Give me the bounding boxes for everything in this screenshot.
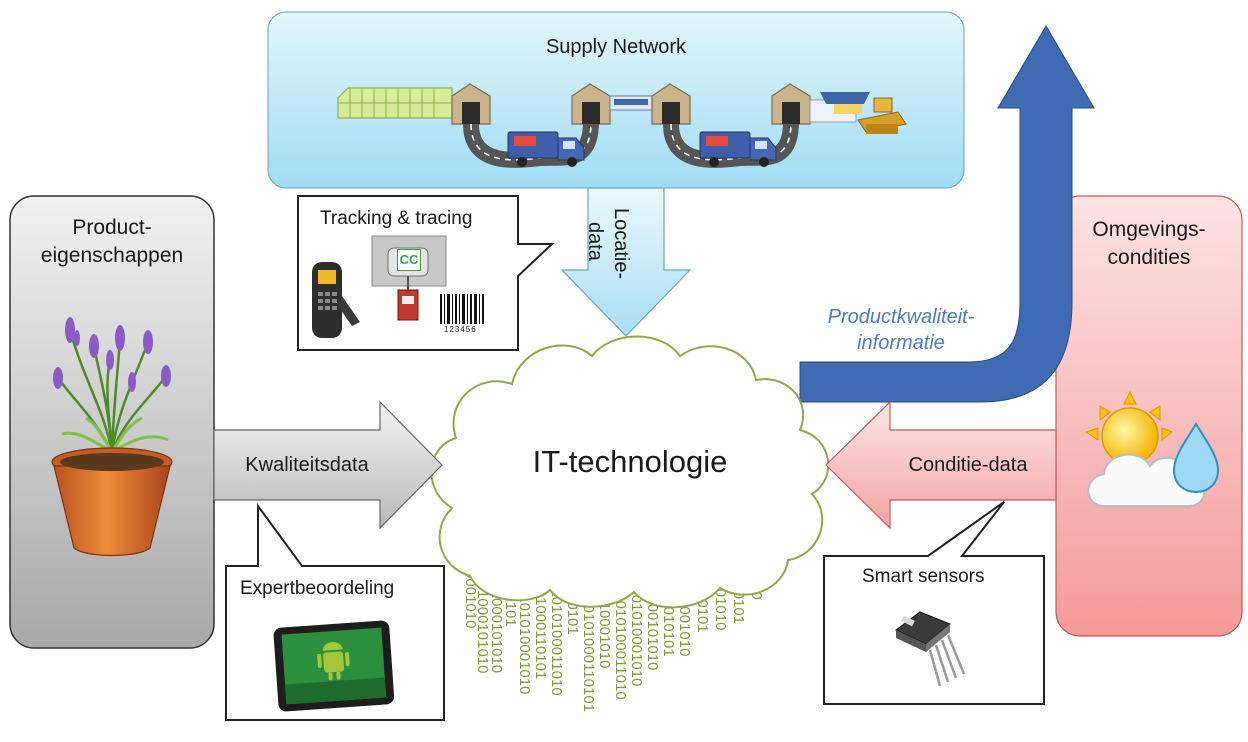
- conveyor-icon: [609, 95, 653, 111]
- location-data-line-2: data: [584, 222, 606, 261]
- conditions-title-line-1: Omgevings-: [1092, 218, 1206, 241]
- binary-stream: 0101010001010: [628, 578, 645, 686]
- barcode-scanner-icon: [312, 262, 360, 338]
- warehouse-icon: [651, 83, 691, 125]
- rfid-tag-logo: CC: [397, 249, 421, 271]
- warehouse-icon: [771, 83, 811, 125]
- cash-register-icon: [857, 97, 907, 134]
- warehouse-icon: [571, 83, 611, 125]
- tracking-label: Tracking & tracing: [320, 208, 473, 229]
- greenhouse-icon: [337, 87, 453, 119]
- barcode-icon: [440, 294, 484, 324]
- quality-data-arrow: [213, 400, 443, 530]
- supply-network-title: Supply Network: [545, 36, 687, 58]
- condition-data-arrow: [825, 400, 1057, 530]
- truck-icon: [699, 131, 777, 167]
- quality-info-label: Productkwaliteit- informatie: [798, 304, 1004, 356]
- quality-info-line-2: informatie: [857, 332, 945, 354]
- flower-pot-icon: [51, 447, 173, 557]
- lavender-plant-icon: [53, 317, 171, 454]
- product-title-line-2: eigenschappen: [40, 244, 184, 267]
- location-data-line-1: Locatie-: [610, 208, 632, 280]
- conditions-title: Omgevings- condities: [1060, 216, 1238, 272]
- truck-icon: [507, 131, 585, 167]
- binary-stream: 0101000110101: [532, 572, 549, 679]
- expert-label: Expertbeoordeling: [240, 578, 395, 599]
- product-properties-panel: [9, 195, 215, 649]
- condition-data-label: Conditie-data: [908, 454, 1028, 476]
- location-data-label: Locatie- data: [584, 208, 692, 308]
- binary-stream: 01010100011010: [612, 584, 629, 700]
- cloud-shape: [430, 335, 830, 609]
- product-title: Product- eigenschappen: [20, 214, 204, 270]
- cloud-label: IT-technologie: [532, 444, 728, 479]
- warehouse-icon: [451, 83, 491, 125]
- conditions-title-line-2: condities: [1107, 246, 1191, 269]
- binary-stream: 01010100011010: [548, 580, 565, 696]
- quality-info-arrow: [799, 25, 1095, 403]
- sensor-chip-icon: [895, 611, 966, 687]
- barcode-number: 123456: [444, 325, 477, 334]
- product-title-line-1: Product-: [72, 216, 152, 239]
- weather-icon: [1084, 390, 1220, 507]
- sensors-label: Smart sensors: [862, 566, 985, 587]
- quality-info-line-1: Productkwaliteit-: [827, 306, 975, 328]
- binary-stream: 010101000110101: [580, 588, 597, 712]
- quality-data-label: Kwaliteitsdata: [245, 454, 369, 476]
- supply-chain-illustration: [337, 83, 907, 168]
- shop-icon: [809, 92, 870, 123]
- location-data-arrow: [560, 187, 692, 337]
- binary-stream: 0101010001010: [516, 586, 533, 694]
- tablet-icon: [273, 620, 395, 712]
- sensors-callout: [823, 501, 1045, 705]
